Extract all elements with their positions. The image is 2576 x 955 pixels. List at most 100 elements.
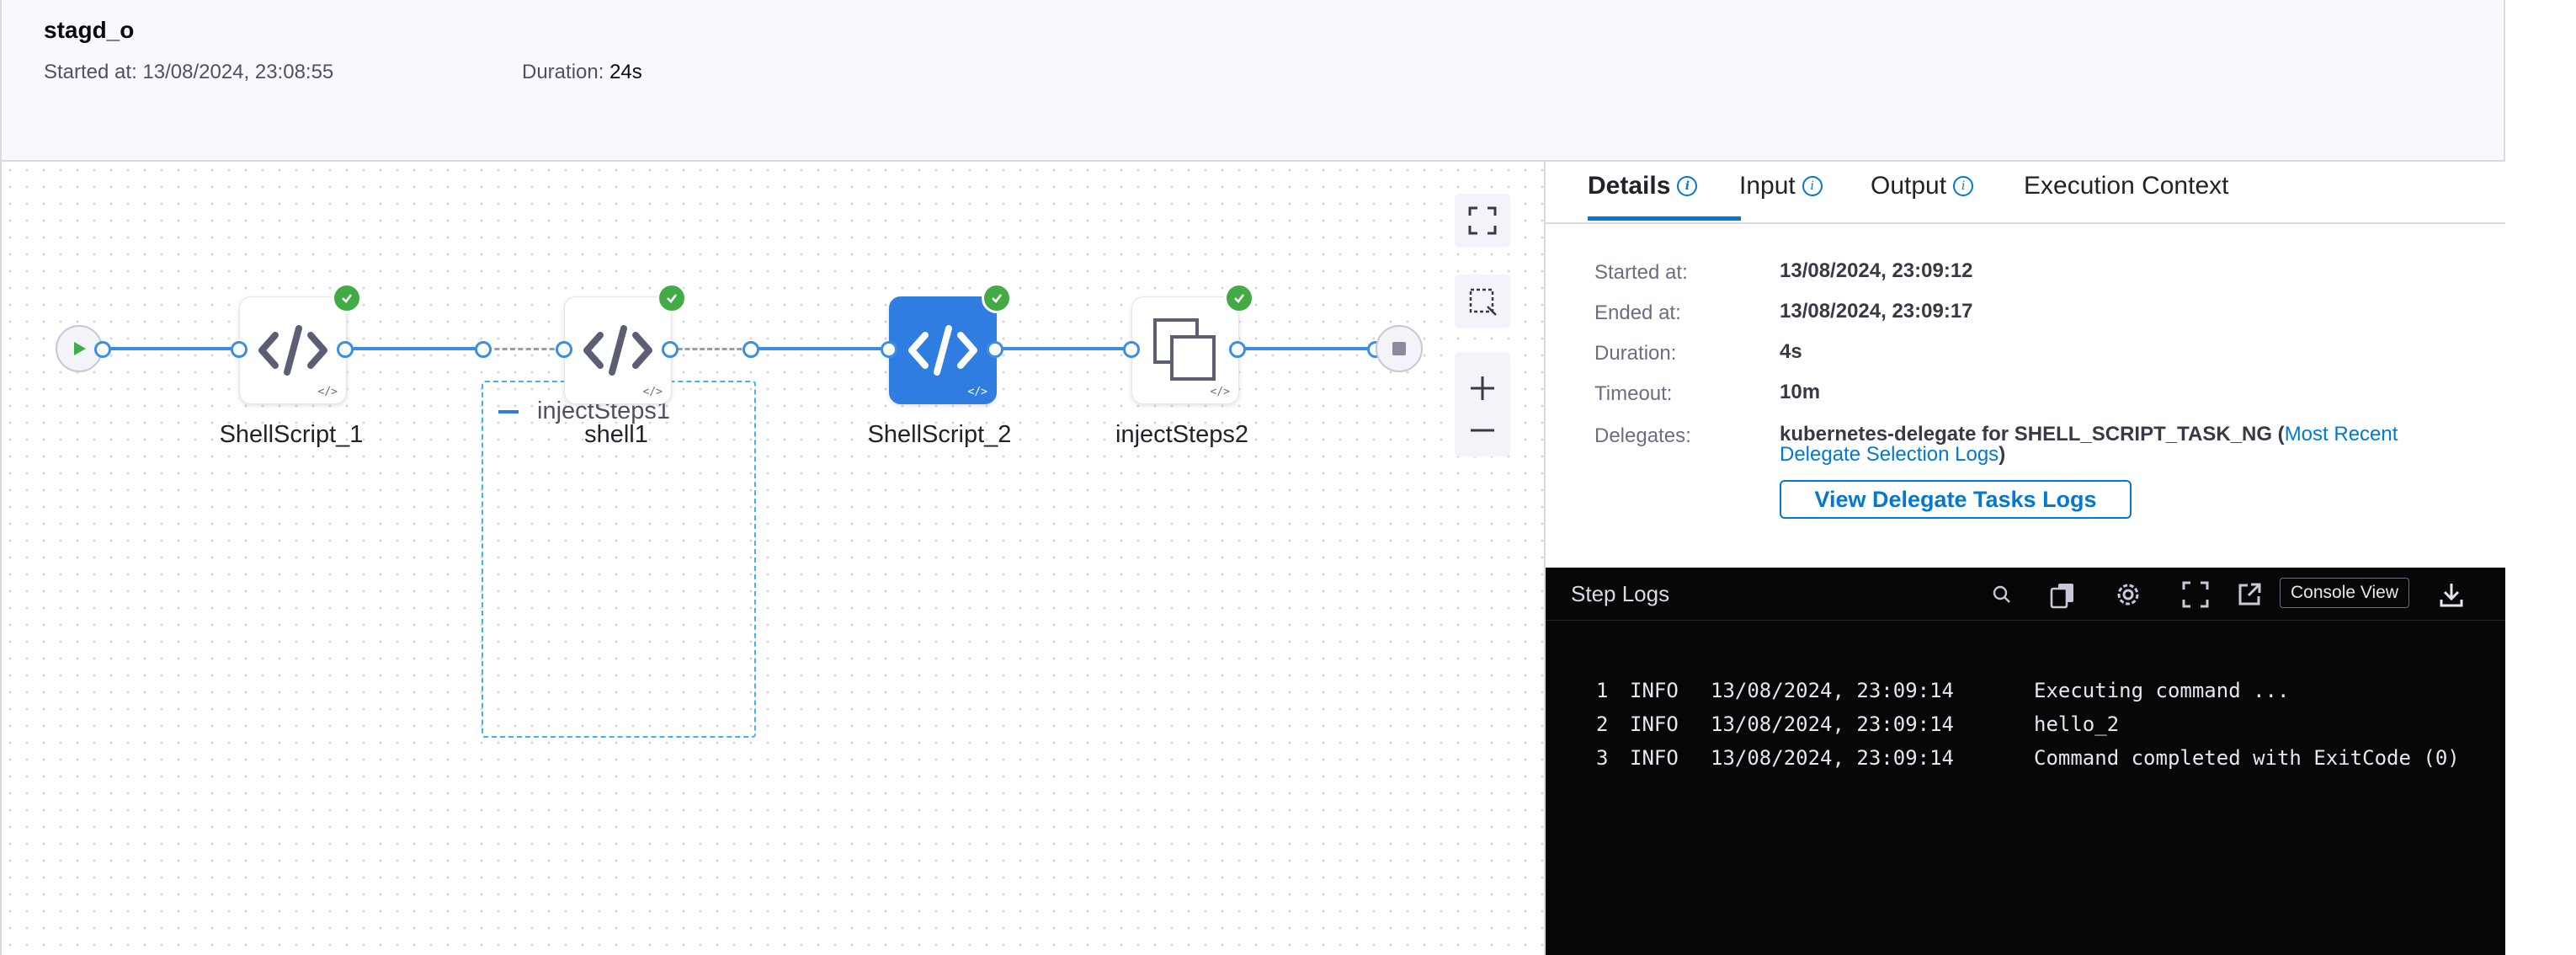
stage-duration: Duration: 24s <box>522 61 642 84</box>
tab-input[interactable]: Input i <box>1739 172 1823 200</box>
link-text: Most Recent <box>2284 423 2398 445</box>
info-icon: i <box>1953 176 1974 196</box>
log-message: Executing command ... <box>2034 679 2290 702</box>
edge-start-to-shellscript1 <box>101 347 239 350</box>
node-port <box>231 341 247 358</box>
download-icon <box>2440 584 2463 607</box>
node-label: ShellScript_1 <box>219 421 364 448</box>
tab-label: Details <box>1588 172 1671 200</box>
step-group-icon <box>1153 318 1216 381</box>
script-badge-icon: </> <box>317 386 338 398</box>
log-level: INFO <box>1630 746 1679 770</box>
success-check-icon <box>1224 283 1254 313</box>
edge-group-to-shell1 <box>487 348 562 350</box>
pipeline-end-node[interactable] <box>1376 325 1423 372</box>
node-label: ShellScript_2 <box>867 421 1012 448</box>
node-port <box>475 341 492 358</box>
log-level: INFO <box>1630 679 1679 702</box>
tab-output[interactable]: Output i <box>1871 172 1974 200</box>
log-level: INFO <box>1630 712 1679 736</box>
log-message: hello_2 <box>2034 712 2120 736</box>
zoom-out-icon[interactable] <box>1469 427 1496 434</box>
download-logs-button[interactable] <box>2436 579 2467 610</box>
stage-started-value: 13/08/2024, 23:08:55 <box>142 61 334 83</box>
fullscreen-logs-button[interactable] <box>2180 579 2211 610</box>
step-node-shellscript2[interactable]: </> <box>889 296 997 404</box>
zoom-controls <box>1455 352 1510 456</box>
success-check-icon <box>982 283 1012 313</box>
node-port <box>337 341 354 358</box>
duration-label: Duration: <box>1594 342 1677 365</box>
success-check-icon <box>657 283 687 313</box>
node-port <box>556 341 572 358</box>
open-in-new-tab-button[interactable] <box>2234 579 2265 610</box>
delegate-name: kubernetes-delegate for SHELL_SCRIPT_TAS… <box>1780 423 2273 445</box>
zoom-in-icon[interactable] <box>1469 375 1496 402</box>
fit-selection-icon <box>1469 288 1497 316</box>
node-port <box>1229 341 1246 358</box>
details-tabs: Details i Input i Output i Execution Con… <box>1546 162 2505 224</box>
view-delegate-tasks-logs-button[interactable]: View Delegate Tasks Logs <box>1780 480 2132 519</box>
node-port <box>94 341 111 358</box>
script-badge-icon: </> <box>1210 386 1230 398</box>
tab-label: Output <box>1871 172 1947 200</box>
log-line: 1 INFO 13/08/2024, 23:09:14 Executing co… <box>1596 679 2289 820</box>
ended-at-value: 13/08/2024, 23:09:17 <box>1780 300 1973 323</box>
right-gutter <box>2504 0 2576 955</box>
log-timestamp: 13/08/2024, 23:09:14 <box>1711 712 1954 736</box>
active-tab-indicator <box>1588 216 1741 221</box>
ended-at-label: Ended at: <box>1594 301 1681 324</box>
expand-canvas-button[interactable] <box>1455 194 1510 248</box>
node-port <box>987 341 1003 358</box>
log-line: 2 INFO 13/08/2024, 23:09:14 hello_2 <box>1596 712 2119 854</box>
stage-started-at: Started at: 13/08/2024, 23:08:55 <box>44 61 333 84</box>
edge-group-to-shellscript2 <box>751 347 894 350</box>
log-timestamp: 13/08/2024, 23:09:14 <box>1711 679 1954 702</box>
tab-execution-context[interactable]: Execution Context <box>2024 172 2228 200</box>
stage-duration-value: 24s <box>609 61 642 83</box>
logs-toolbar: Step Logs <box>1546 568 2505 621</box>
play-icon <box>74 342 86 355</box>
node-label: shell1 <box>584 421 648 448</box>
delegates-label: Delegates: <box>1594 424 1691 447</box>
execution-header: stagd_o Started at: 13/08/2024, 23:08:55… <box>0 0 2505 162</box>
timeout-value: 10m <box>1780 381 1821 403</box>
fullscreen-icon <box>2182 581 2209 608</box>
fit-selection-button[interactable] <box>1455 275 1510 328</box>
pipeline-canvas[interactable]: injectSteps1 </> ShellScript_1 </> shell… <box>0 162 1546 955</box>
copy-icon <box>2050 584 2073 609</box>
edge-shellscript2-to-injectsteps2 <box>995 347 1130 350</box>
tab-label: Input <box>1739 172 1796 200</box>
collapse-group-icon[interactable] <box>498 410 519 413</box>
step-details-panel: Details i Input i Output i Execution Con… <box>1544 162 2505 955</box>
node-port <box>742 341 759 358</box>
code-icon <box>258 325 327 376</box>
stage-started-label: Started at: <box>44 61 137 83</box>
log-message: Command completed with ExitCode (0) <box>2034 746 2460 770</box>
success-check-icon <box>332 283 362 313</box>
script-badge-icon: </> <box>967 386 987 398</box>
code-icon <box>583 325 652 376</box>
log-line: 3 INFO 13/08/2024, 23:09:14 Command comp… <box>1596 746 2460 888</box>
edge-shell1-to-group-end <box>670 348 749 350</box>
copy-logs-button[interactable] <box>2047 579 2078 610</box>
logs-title: Step Logs <box>1571 581 1670 606</box>
step-node-shell1[interactable]: </> <box>564 296 672 404</box>
started-at-value: 13/08/2024, 23:09:12 <box>1780 259 1973 282</box>
external-link-icon <box>2238 583 2261 606</box>
link-text: Delegate Selection Logs <box>1780 443 1999 466</box>
log-line-number: 1 <box>1596 679 1609 702</box>
expand-icon <box>1468 206 1497 235</box>
log-settings-button[interactable] <box>2113 579 2143 610</box>
console-view-button[interactable]: Console View <box>2280 578 2409 608</box>
edge-injectsteps2-to-end <box>1237 347 1376 350</box>
log-search-button[interactable] <box>1987 579 2017 610</box>
tab-details[interactable]: Details i <box>1588 172 1698 200</box>
step-node-injectsteps2[interactable]: </> <box>1131 296 1239 404</box>
step-node-shellscript1[interactable]: </> <box>239 296 347 404</box>
delegates-value: kubernetes-delegate for SHELL_SCRIPT_TAS… <box>1780 423 2398 466</box>
code-icon <box>908 325 977 376</box>
gear-icon <box>2117 584 2139 606</box>
started-at-label: Started at: <box>1594 261 1688 284</box>
